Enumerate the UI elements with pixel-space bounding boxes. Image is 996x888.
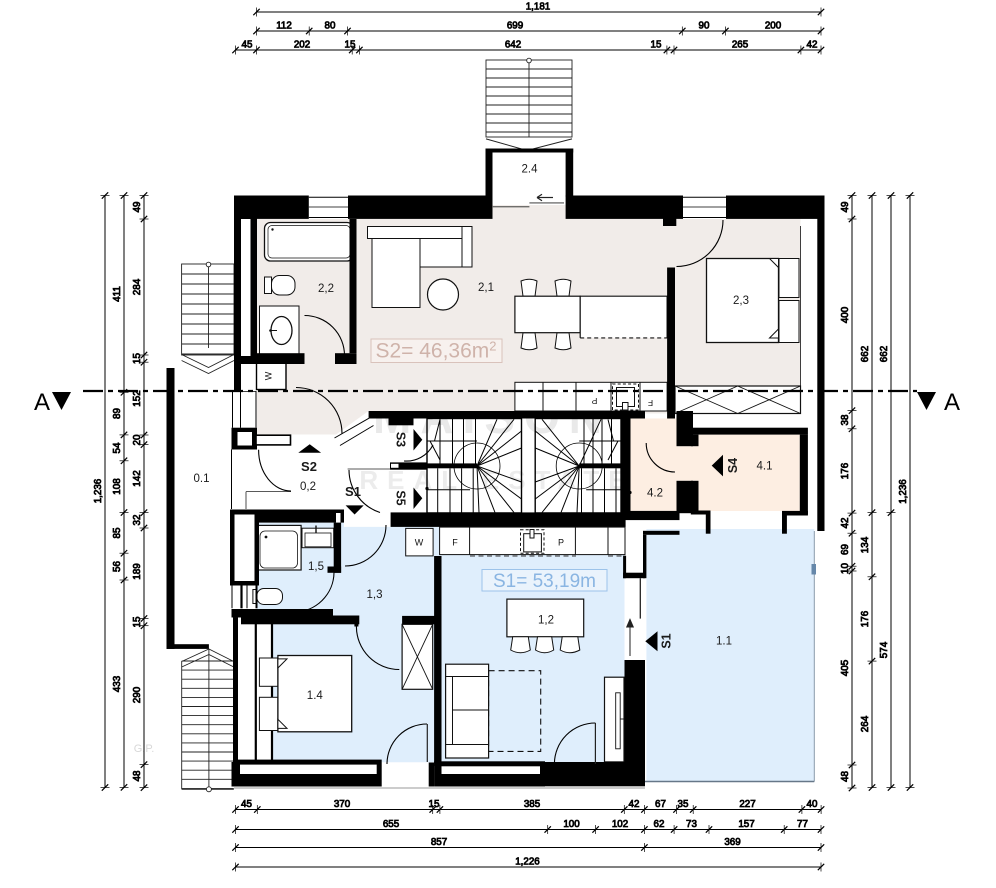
svg-text:20: 20	[132, 434, 143, 445]
svg-text:4.2: 4.2	[647, 488, 663, 500]
svg-text:176: 176	[840, 462, 851, 479]
svg-text:42: 42	[840, 518, 851, 529]
svg-text:1,236: 1,236	[93, 478, 104, 503]
svg-text:0.1: 0.1	[194, 473, 210, 485]
svg-text:134: 134	[860, 536, 871, 553]
svg-text:112: 112	[276, 21, 292, 32]
svg-text:227: 227	[739, 799, 755, 810]
svg-text:1,181: 1,181	[526, 2, 551, 13]
svg-text:15: 15	[132, 353, 143, 364]
svg-text:73: 73	[686, 819, 697, 830]
svg-text:1.4: 1.4	[307, 690, 324, 702]
svg-text:265: 265	[732, 40, 749, 51]
svg-text:2,1: 2,1	[478, 282, 494, 294]
svg-text:10: 10	[840, 563, 851, 574]
svg-text:77: 77	[797, 819, 808, 830]
svg-text:P: P	[558, 538, 564, 548]
svg-text:F: F	[452, 538, 458, 548]
svg-text:202: 202	[294, 40, 310, 51]
svg-text:15: 15	[345, 40, 356, 51]
svg-text:15: 15	[132, 616, 143, 627]
svg-text:1,2: 1,2	[538, 615, 554, 627]
svg-text:A: A	[34, 389, 50, 416]
svg-text:40: 40	[807, 799, 818, 810]
svg-text:67: 67	[655, 799, 666, 810]
svg-text:80: 80	[325, 21, 336, 32]
svg-text:370: 370	[334, 799, 351, 810]
svg-text:102: 102	[612, 819, 628, 830]
svg-text:48: 48	[132, 770, 143, 781]
svg-text:15: 15	[429, 799, 440, 810]
svg-text:152: 152	[132, 390, 143, 406]
svg-text:90: 90	[699, 21, 710, 32]
svg-text:400: 400	[840, 306, 851, 323]
svg-text:45: 45	[242, 40, 253, 51]
svg-text:62: 62	[654, 819, 665, 830]
svg-text:176: 176	[860, 610, 871, 627]
svg-text:54: 54	[112, 442, 123, 453]
svg-text:1,236: 1,236	[898, 479, 909, 504]
svg-text:49: 49	[132, 202, 143, 213]
svg-text:S1: S1	[660, 633, 674, 648]
svg-text:369: 369	[724, 837, 740, 848]
svg-text:662: 662	[860, 346, 871, 362]
svg-text:42: 42	[629, 799, 640, 810]
svg-text:699: 699	[507, 21, 523, 32]
svg-text:45: 45	[241, 799, 252, 810]
svg-text:W: W	[264, 371, 274, 380]
svg-text:S3: S3	[394, 432, 408, 447]
svg-text:S1= 53,19m: S1= 53,19m	[493, 571, 596, 592]
svg-text:1,5: 1,5	[308, 561, 324, 573]
svg-text:1,3: 1,3	[367, 589, 383, 601]
svg-text:4.1: 4.1	[757, 461, 773, 473]
svg-text:S5: S5	[394, 490, 408, 505]
svg-text:W: W	[415, 538, 424, 548]
svg-text:S1: S1	[345, 484, 361, 499]
svg-text:85: 85	[112, 527, 123, 538]
svg-text:157: 157	[738, 819, 754, 830]
svg-text:49: 49	[840, 202, 851, 213]
svg-text:1,226: 1,226	[515, 857, 540, 868]
svg-text:2,2: 2,2	[318, 283, 334, 295]
svg-text:142: 142	[132, 470, 143, 486]
svg-text:642: 642	[505, 40, 521, 51]
svg-text:69: 69	[840, 544, 851, 555]
svg-text:662: 662	[879, 346, 890, 362]
svg-text:S2: S2	[301, 459, 317, 474]
svg-text:655: 655	[383, 819, 400, 830]
svg-text:F: F	[648, 398, 653, 408]
svg-text:284: 284	[132, 278, 143, 295]
svg-text:2.4: 2.4	[522, 164, 539, 176]
svg-text:P: P	[591, 396, 597, 406]
svg-text:38: 38	[840, 414, 851, 425]
svg-text:200: 200	[765, 21, 782, 32]
svg-text:433: 433	[112, 675, 123, 692]
svg-text:108: 108	[112, 478, 123, 495]
svg-text:15: 15	[651, 40, 662, 51]
svg-text:42: 42	[807, 40, 818, 51]
svg-text:A: A	[944, 389, 960, 416]
svg-text:32: 32	[132, 515, 143, 526]
svg-text:0,2: 0,2	[300, 481, 316, 493]
svg-text:264: 264	[860, 715, 871, 732]
svg-text:290: 290	[132, 686, 143, 703]
svg-text:48: 48	[840, 771, 851, 782]
svg-text:S2= 46,36m2: S2= 46,36m2	[375, 339, 496, 363]
svg-text:405: 405	[840, 659, 851, 676]
svg-text:100: 100	[563, 819, 580, 830]
svg-text:2,3: 2,3	[733, 295, 749, 307]
svg-text:56: 56	[112, 561, 123, 572]
svg-text:35: 35	[678, 799, 689, 810]
svg-text:189: 189	[132, 563, 143, 579]
svg-text:385: 385	[524, 799, 541, 810]
svg-text:574: 574	[879, 641, 890, 658]
svg-text:1.1: 1.1	[716, 636, 732, 648]
svg-text:S4: S4	[726, 458, 740, 473]
svg-text:89: 89	[112, 408, 123, 419]
svg-text:857: 857	[431, 837, 447, 848]
svg-text:411: 411	[112, 286, 123, 302]
